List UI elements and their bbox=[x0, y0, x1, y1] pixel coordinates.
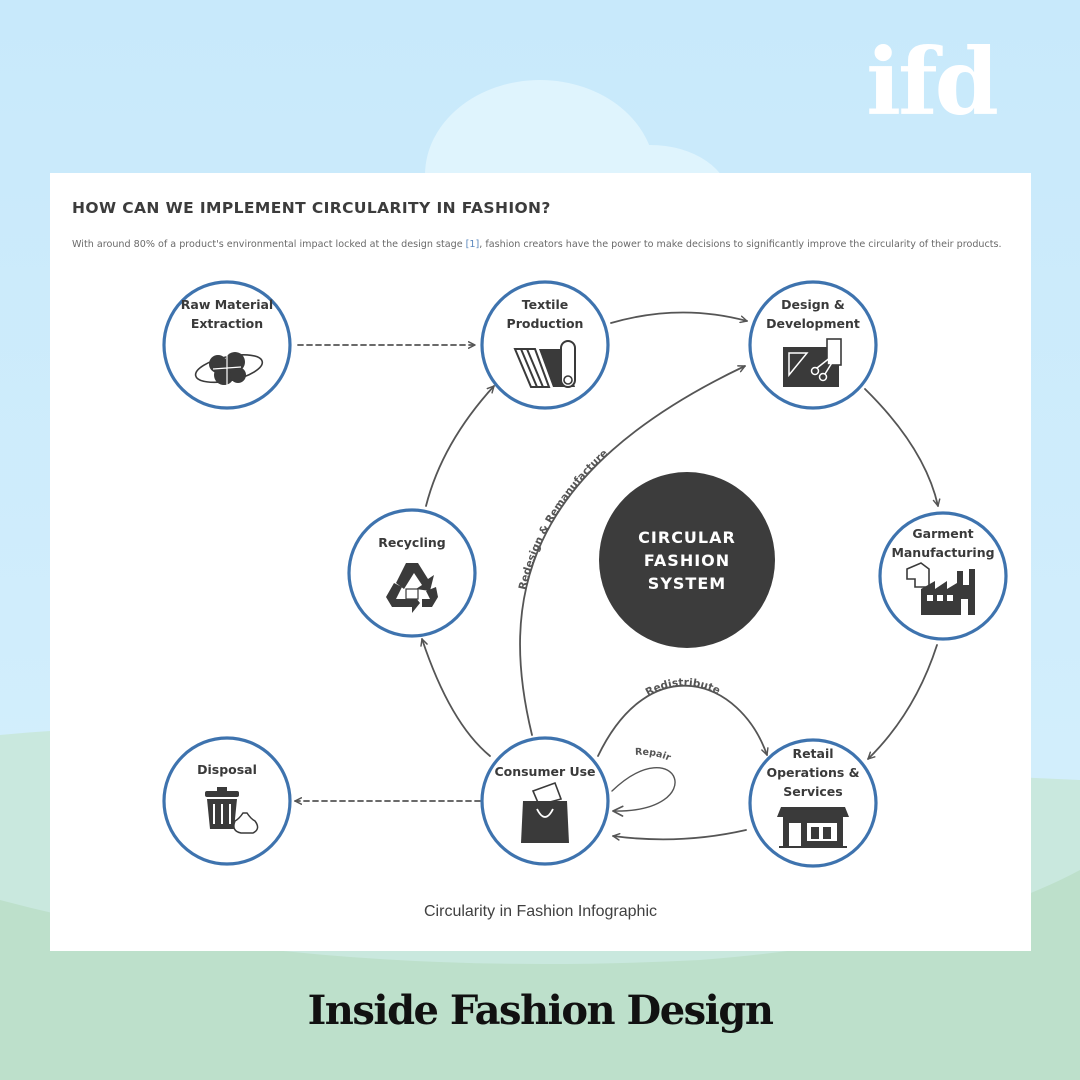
node-label-recycling: Recycling bbox=[378, 535, 446, 550]
sketch-scissors-icon bbox=[783, 338, 842, 387]
recycle-icon bbox=[386, 563, 438, 613]
node-label-textile-2: Production bbox=[507, 316, 584, 331]
node-label-retail-2: Operations & bbox=[766, 765, 859, 780]
infographic-card: HOW CAN WE IMPLEMENT CIRCULARITY IN FASH… bbox=[50, 173, 1031, 951]
cotton-boll-icon bbox=[194, 352, 264, 385]
arrow-repair-loop bbox=[611, 767, 676, 817]
node-recycling[interactable]: Recycling bbox=[347, 508, 477, 638]
reference-link[interactable]: [1] bbox=[465, 239, 480, 250]
description-text: With around 80% of a product's environme… bbox=[72, 239, 466, 250]
node-label-retail-1: Retail bbox=[792, 746, 833, 761]
infographic-title: HOW CAN WE IMPLEMENT CIRCULARITY IN FASH… bbox=[72, 199, 551, 217]
footer-brand-title: Inside Fashion Design bbox=[307, 987, 774, 1034]
arrow-textile-to-design bbox=[610, 311, 748, 324]
circularity-diagram: Redesign & Remanufacture Redistribute Re… bbox=[162, 280, 1008, 868]
node-label-raw-material-2: Extraction bbox=[191, 316, 263, 331]
arrow-garment-to-retail bbox=[867, 644, 938, 760]
loop-label-repair: Repair bbox=[635, 747, 673, 764]
description-text-end: , fashion creators have the power to mak… bbox=[479, 239, 1002, 250]
node-textile-production[interactable]: Textile Production bbox=[480, 280, 610, 410]
arrow-consumer-to-recycling bbox=[420, 638, 491, 757]
node-label-retail-3: Services bbox=[783, 784, 842, 799]
center-label-line1: CIRCULAR bbox=[638, 528, 736, 547]
node-label-consumer: Consumer Use bbox=[494, 764, 595, 779]
fabric-roll-icon bbox=[513, 340, 576, 388]
node-garment-manufacturing[interactable]: Garment Manufacturing bbox=[878, 511, 1008, 641]
storefront-icon bbox=[777, 807, 849, 848]
center-label-line3: SYSTEM bbox=[648, 574, 726, 593]
loop-label-redistribute: Redistribute bbox=[644, 677, 722, 699]
node-label-raw-material-1: Raw Material bbox=[181, 297, 273, 312]
node-label-garment-2: Manufacturing bbox=[891, 545, 994, 560]
node-retail-operations[interactable]: Retail Operations & Services bbox=[748, 738, 878, 868]
arrow-recycling-to-textile bbox=[425, 385, 495, 507]
node-label-garment-1: Garment bbox=[912, 526, 973, 541]
node-consumer-use[interactable]: Consumer Use bbox=[480, 736, 610, 866]
arrow-retail-to-consumer bbox=[612, 829, 747, 841]
loop-label-redesign: Redesign & Remanufacture bbox=[517, 447, 611, 591]
center-hub: CIRCULAR FASHION SYSTEM bbox=[599, 472, 775, 648]
center-label-line2: FASHION bbox=[644, 551, 730, 570]
node-label-textile-1: Textile bbox=[522, 297, 568, 312]
ifd-logo: ifd bbox=[866, 28, 999, 136]
hill-front bbox=[0, 870, 1080, 1080]
infographic-caption: Circularity in Fashion Infographic bbox=[424, 903, 657, 920]
factory-icon bbox=[906, 562, 975, 615]
arrow-redesign-loop bbox=[519, 365, 746, 736]
arrow-redistribute-loop bbox=[597, 684, 769, 757]
node-label-disposal: Disposal bbox=[197, 762, 257, 777]
infographic-description: With around 80% of a product's environme… bbox=[72, 239, 1002, 250]
trash-bin-icon bbox=[205, 787, 259, 834]
arrow-design-to-garment bbox=[864, 388, 941, 507]
node-label-design-1: Design & bbox=[781, 297, 845, 312]
node-disposal[interactable]: Disposal bbox=[162, 736, 292, 866]
node-design-development[interactable]: Design & Development bbox=[748, 280, 878, 410]
node-label-design-2: Development bbox=[766, 316, 860, 331]
shopping-bag-icon bbox=[521, 781, 569, 843]
node-raw-material[interactable]: Raw Material Extraction bbox=[162, 280, 292, 410]
